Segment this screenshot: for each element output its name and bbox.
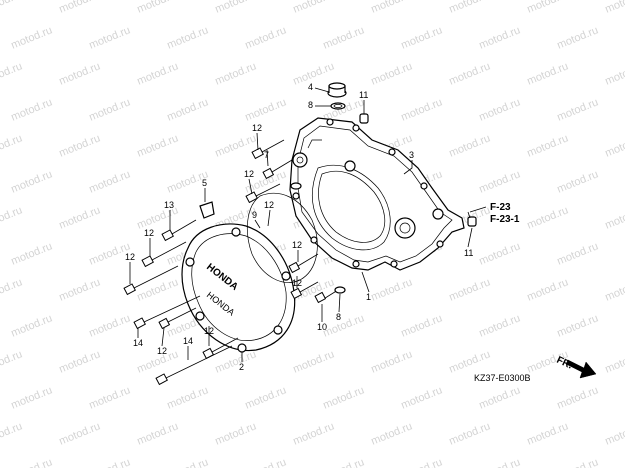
label-part-12-bottom: 12 (157, 346, 167, 356)
label-part-12-left-1: 12 (144, 228, 154, 238)
label-part-11-top: 11 (359, 90, 368, 100)
oil-filler-cap (327, 82, 347, 110)
label-part-12-center: 12 (292, 240, 302, 250)
front-arrow-icon: FR. (555, 355, 597, 379)
part-labels: 4 8 11 3 11 12 5 12 7 13 12 12 9 12 12 1… (125, 82, 473, 372)
reference-labels: F-23 F-23-1 (490, 202, 520, 225)
clip-5 (199, 201, 215, 219)
label-part-10: 10 (317, 322, 327, 332)
diagram-code: KZ37-E0300B (474, 373, 531, 383)
label-part-12-mid: 12 (264, 200, 274, 210)
label-part-2: 2 (239, 362, 244, 372)
label-part-12-lower-center: 12 (292, 278, 302, 288)
crankcase-cover-outer (289, 117, 465, 271)
bolt-13 (161, 219, 197, 242)
label-part-3: 3 (409, 150, 414, 160)
label-part-12-left-2: 12 (125, 252, 135, 262)
bolt-14-bottom (155, 345, 233, 386)
label-part-8-top: 8 (308, 100, 313, 110)
label-part-12-lower: 12 (204, 326, 214, 336)
label-part-7: 7 (264, 150, 269, 160)
label-part-9: 9 (252, 210, 257, 220)
label-part-11-right: 11 (464, 248, 473, 258)
label-part-4: 4 (308, 82, 313, 92)
bolt-12-left-2 (123, 265, 179, 296)
label-part-12-upper: 12 (244, 169, 254, 179)
washer-6 (290, 182, 302, 190)
bolt-14-left (133, 295, 201, 330)
washer-8-lower (334, 286, 346, 294)
bolt-12-lower-center (290, 281, 319, 300)
label-part-1: 1 (366, 292, 371, 302)
bolt-10 (314, 289, 339, 304)
label-part-5: 5 (202, 178, 207, 188)
label-part-8-lower: 8 (336, 312, 341, 322)
label-part-12-top: 12 (252, 123, 262, 133)
ref-f23-1: F-23-1 (490, 214, 520, 225)
bolt-12-center (288, 253, 319, 274)
label-part-14-left: 14 (133, 338, 143, 348)
dowel-pin-top (359, 113, 369, 124)
label-part-14-bottom: 14 (183, 336, 193, 346)
gasket (247, 192, 318, 283)
leader-lines (129, 87, 487, 362)
bolt-12-bottom (158, 307, 197, 330)
bolt-top (251, 139, 285, 160)
ref-f23: F-23 (490, 202, 511, 213)
clutch-cover: HONDA HONDA (181, 223, 296, 353)
bolt-upper (245, 159, 293, 204)
label-part-13: 13 (164, 200, 174, 210)
front-label: FR. (555, 355, 574, 372)
bolt-12-left-1 (141, 241, 187, 268)
dowel-pin-right (467, 216, 477, 227)
